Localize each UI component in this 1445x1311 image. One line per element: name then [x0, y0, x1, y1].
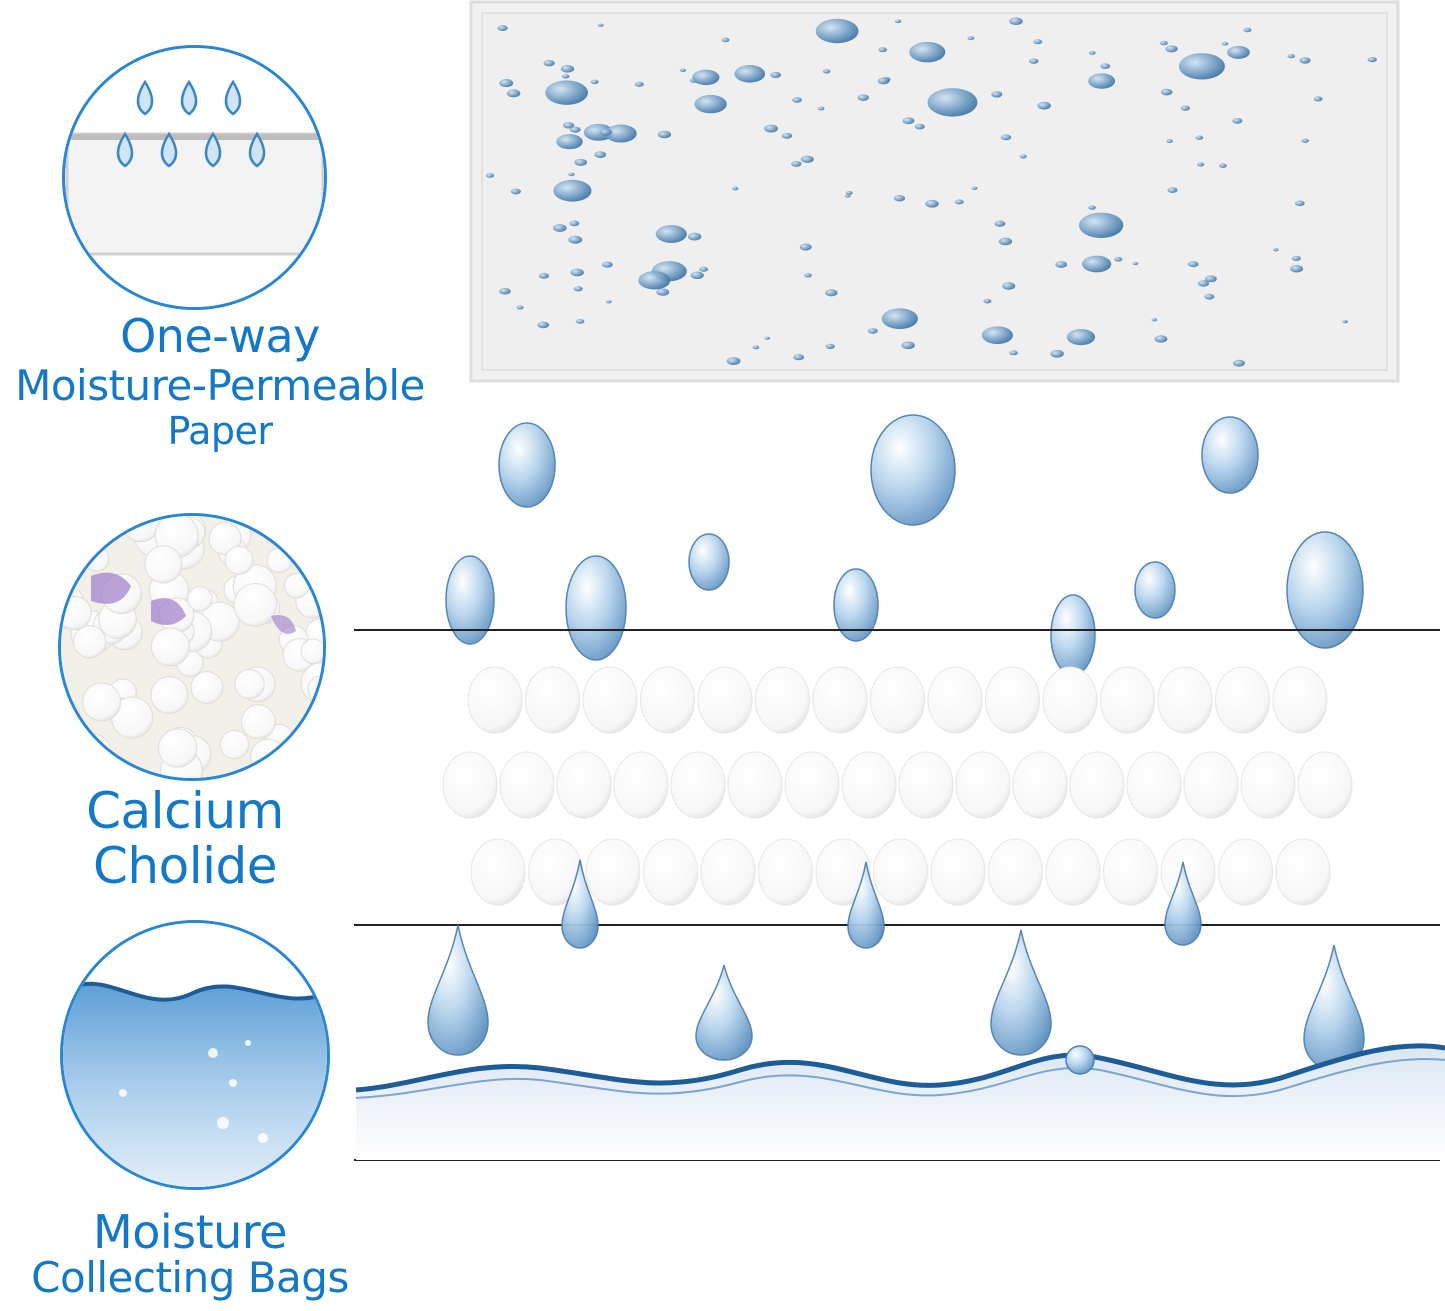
water-wave-circle-icon — [60, 920, 330, 1190]
water-drop-icon — [688, 533, 730, 591]
water-surface — [355, 1043, 1445, 1160]
calcium-bead — [1272, 666, 1328, 734]
calcium-bead — [1157, 666, 1213, 734]
bags-label: Moisture Collecting Bags — [10, 1208, 370, 1300]
paper-label-line1: One-way — [120, 309, 320, 363]
calcium-bead — [784, 751, 840, 819]
calcium-bead — [1126, 751, 1182, 819]
calcium-bead — [1012, 751, 1068, 819]
calcium-bead — [988, 838, 1043, 906]
bags-label-line1: Moisture — [93, 1205, 287, 1259]
paper-label: One-way Moisture-Permeable Paper — [0, 312, 440, 452]
calcium-label: Calcium Cholide — [40, 785, 330, 892]
calcium-bead — [1100, 666, 1155, 734]
calcium-bead — [556, 751, 612, 819]
teardrop-icon — [847, 861, 885, 949]
paper-circle-icon — [62, 45, 327, 310]
water-drop-icon — [445, 555, 495, 645]
calcium-label-line2: Cholide — [93, 836, 277, 895]
calcium-bead — [985, 666, 1040, 734]
calcium-bead — [697, 666, 753, 734]
calcium-beads-circle-icon — [58, 513, 326, 781]
calcium-bead — [1297, 751, 1353, 819]
calcium-bead — [700, 838, 756, 906]
calcium-bead — [898, 751, 954, 819]
water-drop-icon — [1134, 561, 1176, 619]
calcium-bead — [1045, 838, 1101, 906]
water-drop-icon — [1050, 594, 1096, 676]
calcium-bead — [1240, 751, 1296, 819]
calcium-bead — [841, 751, 897, 819]
calcium-bead — [758, 838, 813, 906]
calcium-bead — [815, 838, 871, 906]
water-drop-icon — [498, 422, 556, 508]
calcium-bead — [585, 838, 641, 906]
calcium-bead — [812, 666, 868, 734]
teardrop-icon — [427, 924, 489, 1056]
teardrop-icon — [695, 964, 753, 1061]
calcium-bead — [643, 838, 698, 906]
calcium-bead — [442, 751, 498, 819]
calcium-bead — [1183, 751, 1239, 819]
calcium-beads — [442, 666, 1353, 906]
calcium-bead — [499, 751, 555, 819]
calcium-bead — [755, 666, 810, 734]
calcium-bead — [1042, 666, 1098, 734]
paper-label-line2: Moisture-Permeable — [15, 361, 425, 411]
teardrop-icon — [1164, 861, 1202, 946]
water-drop-icon — [833, 568, 879, 642]
calcium-bead — [873, 838, 928, 906]
calcium-bead — [927, 666, 983, 734]
calcium-bead — [640, 666, 695, 734]
teardrop-icon — [561, 859, 599, 949]
calcium-bead — [870, 666, 925, 734]
calcium-bead — [930, 838, 986, 906]
calcium-bead — [1215, 666, 1270, 734]
calcium-bead — [955, 751, 1011, 819]
bags-label-line2: Collecting Bags — [31, 1253, 349, 1303]
calcium-bead — [470, 838, 526, 906]
calcium-bead — [727, 751, 783, 819]
calcium-bead — [613, 751, 669, 819]
teardrop-icon — [990, 929, 1052, 1056]
water-drop-icon — [1286, 531, 1364, 649]
calcium-bead — [1103, 838, 1158, 906]
paper-panel — [469, 0, 1400, 383]
teardrop-icon — [1303, 944, 1365, 1071]
calcium-bead — [1275, 838, 1331, 906]
calcium-bead — [525, 666, 580, 734]
calcium-bead — [582, 666, 638, 734]
calcium-bead — [670, 751, 726, 819]
dripping-drops — [427, 859, 1365, 1071]
water-drop-icon — [1201, 416, 1259, 494]
calcium-label-line1: Calcium — [86, 782, 284, 840]
water-drop-icon — [870, 414, 956, 526]
paper-label-line3: Paper — [167, 409, 273, 454]
falling-drops — [445, 414, 1364, 676]
calcium-bead — [467, 666, 523, 734]
water-drop-icon — [565, 555, 627, 661]
calcium-bead — [1069, 751, 1125, 819]
calcium-bead — [1218, 838, 1273, 906]
